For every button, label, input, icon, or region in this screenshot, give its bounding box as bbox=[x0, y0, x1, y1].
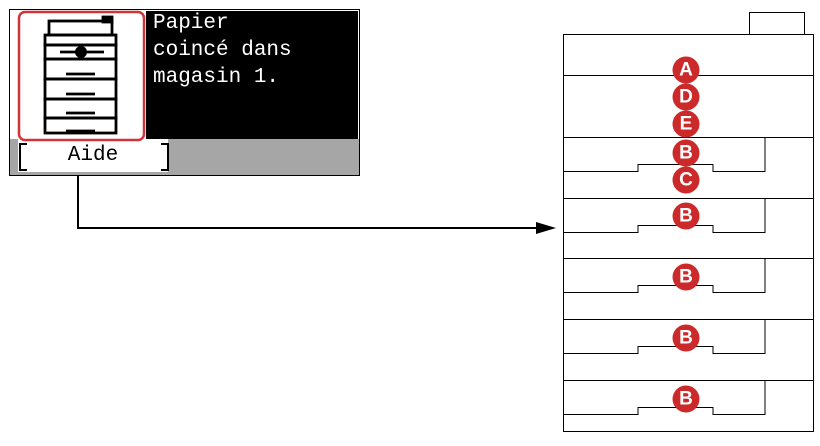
help-key-bg bbox=[18, 139, 168, 172]
callout-d-top-cover: D bbox=[672, 83, 700, 111]
cassette-3-outline bbox=[564, 259, 766, 293]
callout-b-cassette-3: B bbox=[672, 263, 700, 291]
lcd-message-line-3: magasin 1. bbox=[153, 66, 280, 89]
lcd-message-line-2: coincé dans bbox=[153, 39, 292, 62]
paper-cassettes bbox=[564, 138, 766, 415]
help-softkey-label: Aide bbox=[67, 144, 119, 167]
help-key-bracket-right bbox=[161, 143, 169, 171]
printer-jam-icon bbox=[17, 10, 146, 142]
lcd-message-line-1: Papier bbox=[153, 12, 229, 35]
callout-e-top-cover: E bbox=[672, 110, 700, 138]
cassette-4-outline bbox=[564, 320, 766, 354]
callout-b-cassette-5: B bbox=[672, 385, 700, 413]
help-key-bracket-left bbox=[19, 143, 27, 171]
lcd-message: Papier coincé dans magasin 1. bbox=[153, 10, 358, 91]
cassette-1-outline bbox=[564, 138, 766, 172]
callout-a-top-cover: A bbox=[672, 56, 700, 84]
help-softkey[interactable]: Aide bbox=[18, 139, 168, 172]
connector-arrow bbox=[77, 176, 556, 234]
callout-b-cassette-1: B bbox=[672, 139, 700, 167]
cassette-2-outline bbox=[564, 199, 766, 233]
lcd-screen bbox=[146, 11, 358, 140]
callout-c-cassette-1: C bbox=[672, 166, 700, 194]
callout-b-cassette-2: B bbox=[672, 202, 700, 230]
cassette-5-outline bbox=[564, 381, 766, 415]
callout-b-cassette-4: B bbox=[672, 324, 700, 352]
